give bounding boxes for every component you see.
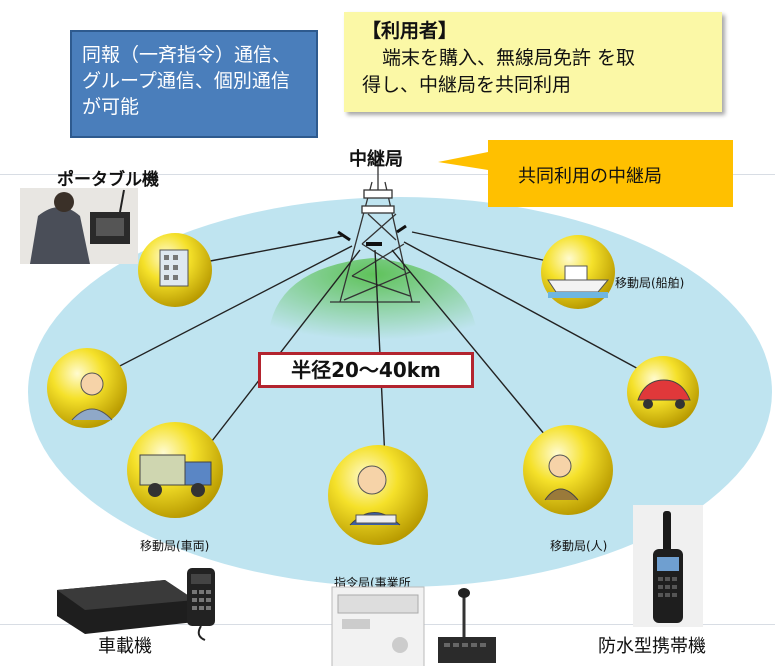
user-note-title: 【利用者】 bbox=[362, 20, 458, 42]
node-person bbox=[523, 425, 613, 515]
waterproof-handheld-photo bbox=[633, 505, 703, 627]
relay-callout-label: 共同利用の中継局 bbox=[518, 166, 662, 187]
broadcast-capability-text: 同報（一斉指令）通信、グループ通信、個別通信が可能 bbox=[82, 44, 292, 118]
command-console-photo bbox=[331, 586, 496, 666]
node-building bbox=[138, 233, 212, 307]
node-car bbox=[627, 356, 699, 428]
vehicle-radio-photo bbox=[57, 568, 215, 641]
link-building bbox=[204, 235, 343, 263]
link-worker bbox=[111, 245, 353, 371]
broadcast-capability-box: 同報（一斉指令）通信、グループ通信、個別通信が可能 bbox=[70, 30, 318, 138]
node-ship bbox=[541, 235, 615, 309]
user-note-line2: 得し、中継局を共同利用 bbox=[362, 74, 572, 96]
portable-radio-photo bbox=[20, 188, 138, 264]
node-worker bbox=[47, 348, 127, 428]
radio-tower-icon bbox=[330, 160, 420, 303]
link-vehicle bbox=[204, 249, 361, 451]
node-command bbox=[328, 445, 428, 545]
link-car bbox=[403, 241, 656, 379]
user-note-box: 【利用者】 端末を購入、無線局免許 を取 得し、中継局を共同利用 bbox=[344, 12, 722, 112]
top-guide-line bbox=[0, 174, 775, 175]
station-vehicle-label: 移動局(車両) bbox=[140, 539, 210, 553]
hill bbox=[268, 258, 478, 340]
node-vehicle bbox=[127, 422, 223, 518]
vehicle-terminal-label: 車載機 bbox=[98, 636, 152, 657]
link-person bbox=[391, 249, 546, 436]
radius-label: 半径20～40km bbox=[258, 352, 474, 388]
relay-station-label: 中継局 bbox=[349, 149, 403, 170]
user-note-line1: 端末を購入、無線局免許 を取 bbox=[382, 47, 636, 69]
portable-terminal-label: ポータブル機 bbox=[57, 170, 159, 190]
link-ship bbox=[411, 231, 553, 263]
waterproof-terminal-label: 防水型携帯機 bbox=[598, 636, 706, 657]
station-ship-label: 移動局(船舶) bbox=[615, 276, 685, 290]
relay-callout-shape bbox=[438, 140, 733, 207]
station-person-label: 移動局(人) bbox=[550, 539, 608, 553]
